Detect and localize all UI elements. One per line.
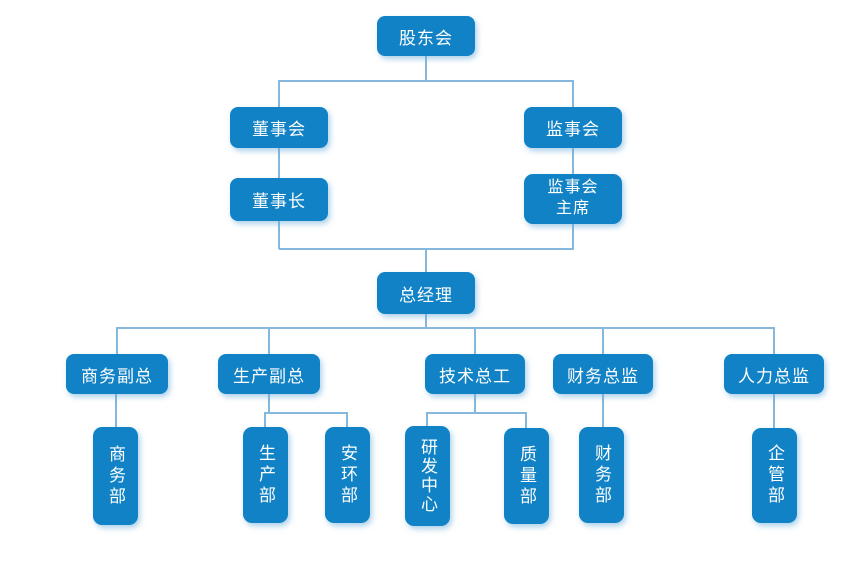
node-general-manager: 总经理 <box>377 272 475 314</box>
connector-line <box>773 394 775 429</box>
connector-line <box>602 327 604 354</box>
node-dept-finance: 财务部 <box>579 427 624 523</box>
connector-line <box>115 394 117 428</box>
connector-line <box>278 220 280 249</box>
node-supervisory-board: 监事会 <box>524 107 622 148</box>
connector-line <box>268 394 270 413</box>
connector-line <box>116 327 118 354</box>
node-rd-center: 研发中心 <box>405 426 450 526</box>
node-board-of-directors: 董事会 <box>230 107 328 148</box>
connector-line <box>474 327 476 354</box>
node-chairman: 董事长 <box>230 178 328 221</box>
connector-line <box>116 327 775 329</box>
connector-line <box>426 412 527 414</box>
node-vp-business: 商务副总 <box>66 354 168 394</box>
connector-line <box>278 80 574 82</box>
connector-line <box>425 56 427 81</box>
connector-line <box>425 313 427 328</box>
connector-line <box>525 412 527 429</box>
node-dept-quality: 质量部 <box>504 428 549 524</box>
connector-line <box>346 412 348 428</box>
connector-line <box>278 80 280 107</box>
connector-line <box>572 80 574 107</box>
node-vp-production: 生产副总 <box>218 354 320 394</box>
connector-line <box>474 394 476 413</box>
node-hr-director: 人力总监 <box>724 354 824 394</box>
connector-line <box>773 327 775 354</box>
node-dept-safety-env: 安环部 <box>325 427 370 523</box>
connector-line <box>572 223 574 249</box>
connector-line <box>268 327 270 354</box>
connector-line <box>602 394 604 428</box>
node-supervisory-board-chairman: 监事会 主席 <box>524 174 622 224</box>
node-dept-business: 商务部 <box>93 427 138 525</box>
connector-line <box>425 248 427 273</box>
connector-line <box>278 148 280 178</box>
node-finance-director: 财务总监 <box>553 354 653 394</box>
connector-line <box>572 148 574 175</box>
node-dept-production: 生产部 <box>243 427 288 523</box>
connector-line <box>264 412 348 414</box>
node-shareholders-meeting: 股东会 <box>377 16 475 56</box>
node-chief-engineer: 技术总工 <box>425 354 525 394</box>
connector-line <box>264 412 266 428</box>
node-dept-enterprise-mgmt: 企管部 <box>752 428 797 523</box>
connector-line <box>426 412 428 427</box>
